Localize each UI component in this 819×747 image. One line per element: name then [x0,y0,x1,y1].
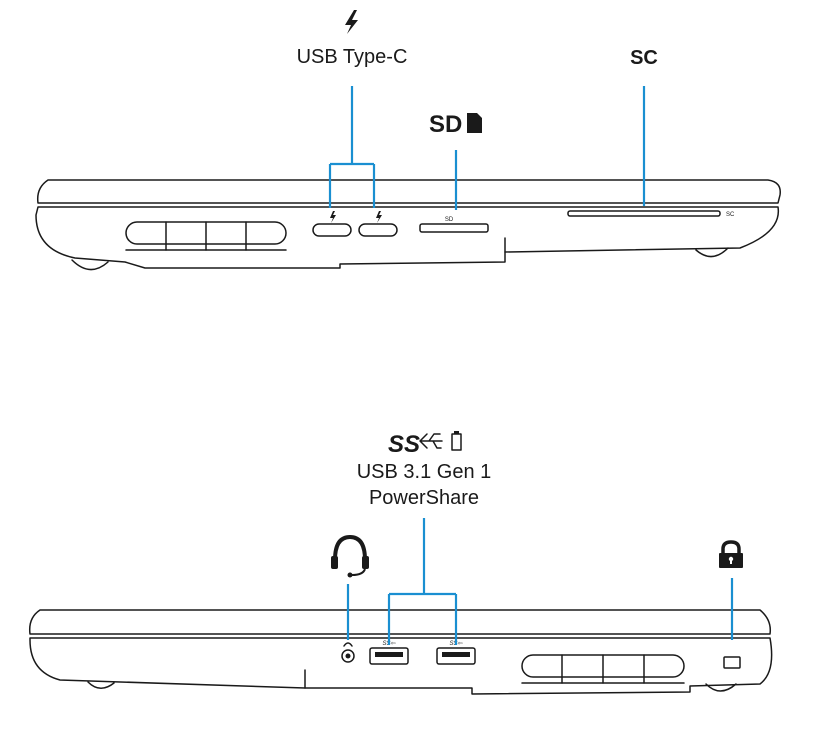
headset-icon [331,534,369,578]
usb-a-port-1 [369,647,409,665]
rear-foot [695,247,729,258]
smart-card-label: SC [630,47,658,69]
battery-icon-terminal [454,431,459,434]
usb-a-callout: SS USB 3.1 Gen 1 PowerShare [357,431,492,645]
smart-card-callout: SC [630,47,658,206]
lock-callout [719,540,743,640]
lock-icon [719,540,743,568]
sd-label: SD [429,111,462,138]
usb-c-leader-line [328,86,376,208]
sd-port-print: SD [445,217,454,223]
laptop-right-side-view: SS⇦ SS⇦ [28,609,773,695]
laptop-base [35,206,780,269]
usb-label-line2: PowerShare [369,487,479,509]
usb-c-callout: USB Type-C [297,10,408,208]
security-lock-slot [723,656,741,669]
sd-card-slot [419,223,489,233]
usb-label-line1: USB 3.1 Gen 1 [357,461,492,483]
sd-callout: SD [429,111,482,210]
air-vent [125,221,287,251]
sd-card-icon [467,113,482,133]
smart-card-slot-print: SC [726,212,735,218]
headset-jack-print [343,642,353,647]
headset-jack [341,649,355,663]
air-vent [521,654,685,684]
usb-c-port-1 [312,223,352,237]
usb-a-port-2 [436,647,476,665]
port-thunderbolt-icon [330,211,336,223]
smart-card-slot [567,210,721,217]
laptop-left-side-view: SD SC [35,179,781,271]
battery-icon [451,433,462,451]
superspeed-usb-icon [419,433,443,449]
usb-a-leader-line [387,518,458,645]
port-thunderbolt-icon [376,211,382,223]
front-foot [71,259,109,271]
usb-c-label: USB Type-C [297,46,408,68]
headset-callout [331,534,369,640]
laptop-lid [28,609,772,635]
laptop-base [29,637,773,695]
usb-c-port-2 [358,223,398,237]
front-foot [87,681,115,689]
thunderbolt-icon [345,10,358,34]
laptop-lid [36,179,781,204]
usb-logo-text: SS [388,431,420,458]
rear-foot [705,683,737,692]
headset-jack-hole [345,653,351,659]
